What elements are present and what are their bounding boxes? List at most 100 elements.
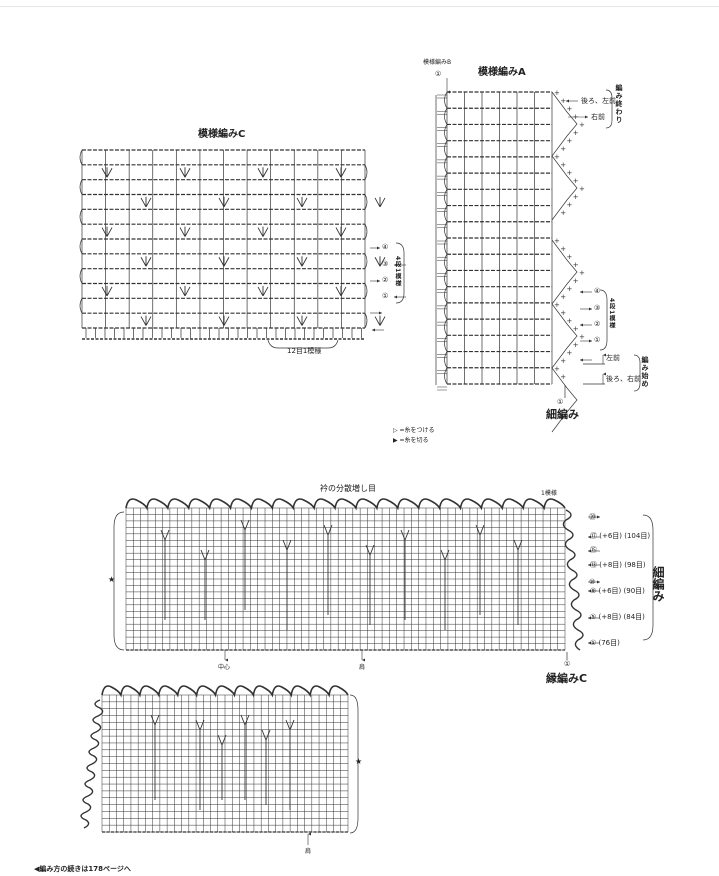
collar-edge-label: 縁編みC [546,672,588,685]
chart-c-side-label: 4段1模様 [394,256,401,288]
shell-stitch [218,196,230,208]
decrease-stitch [240,714,250,800]
decrease-stitch [400,529,410,620]
pattern-b-label: 模様編みB [423,59,452,66]
end-label-back-left: 後ろ、左前 [581,97,616,105]
svg-text:+: + [560,209,566,217]
shell-stitch [257,226,269,237]
svg-text:+: + [560,97,566,105]
decrease-stitch [365,544,375,625]
start-label-back-right: 後ろ、右前 [606,375,641,383]
collar-row-1: ① (76目) [590,639,620,647]
collar-row-15: ⑮ [590,546,597,554]
svg-text:+: + [579,185,585,193]
decrease-stitch [285,719,295,810]
svg-text:+: + [573,341,579,349]
svg-text:+: + [554,153,560,161]
svg-text:+: + [560,293,566,301]
decrease-stitch [440,549,450,630]
chart-c-title: 模様編みC [198,129,246,140]
decrease-stitch [261,729,271,805]
svg-text:+: + [554,237,560,245]
svg-text:+: + [573,177,579,185]
chart-a: ++++++++++++++++++++++++++++++++++ [435,78,641,433]
svg-text:+: + [560,161,566,169]
collar-star: ★ [108,575,116,584]
shell-stitch [257,167,269,178]
chart-a-bottom-label: 細編み [546,408,579,421]
shell-stitch [374,256,386,267]
shell-stitch [374,315,386,326]
shell-stitch [101,226,113,237]
collar-row-10: ⑩ [589,578,596,586]
pattern-b-row: ① [435,70,442,78]
end-label-right: 右前 [591,113,605,121]
footer-note: ◀編み方の続きは178ページへ [34,865,131,873]
shell-stitch [335,285,347,297]
shell-stitch [140,196,152,208]
svg-text:+: + [573,261,579,269]
decrease-stitch [240,519,250,610]
legend-cut: ▶ =糸を切る [393,437,429,444]
decrease-stitch [217,734,227,800]
shell-stitch [335,167,347,178]
svg-text:+: + [560,145,566,153]
chart-c-row-4: ④ [382,243,389,251]
svg-text:+: + [579,121,585,129]
chart-a-row-2: ② [594,320,601,328]
decrease-stitch [475,524,485,615]
chart-a-row-4: ④ [594,287,601,295]
shell-stitch [218,256,230,267]
decrease-stitch [195,719,205,810]
decrease-stitch [282,539,292,630]
chart-a-title: 模様編みA [478,67,526,78]
svg-text:+: + [567,137,573,145]
chart-c [79,149,406,349]
chart-a-row-3: ③ [594,304,601,312]
decrease-stitch [200,549,210,620]
svg-text:+: + [554,301,560,309]
scallop-edge [551,239,578,433]
shell-stitch [218,315,230,326]
svg-text:+: + [573,129,579,137]
decrease-stitch [150,714,160,800]
collar-shoulder-label: 肩 [359,664,366,671]
collar-row-13: ⑬ (+8目) (98目) [590,561,646,569]
start-label-left: 左前 [606,354,620,362]
legend-attach: ▷ =糸をつける [393,427,435,434]
collar-chart-2 [80,685,359,845]
shell-stitch [179,167,191,178]
svg-text:+: + [567,285,573,293]
top-divider [0,6,719,7]
end-group-label: 編み終わり [615,84,623,124]
repeat-bracket [267,339,339,349]
chart-a-row-1: ① [594,336,601,344]
decrease-stitch [160,529,170,620]
collar-row-17: ⑰ (+6目) (104目) [590,532,651,540]
collar-chart [113,498,654,662]
svg-text:+: + [573,325,579,333]
chart-c-row-1: ① [382,292,389,300]
shell-stitch [101,167,113,178]
shell-stitch [296,256,308,267]
chart-c-row-3: ③ [382,260,389,268]
svg-text:+: + [579,269,585,277]
svg-text:+: + [560,245,566,253]
shell-stitch [296,315,308,326]
collar-row-20: ⑳ [589,513,596,521]
svg-text:+: + [554,365,560,373]
svg-text:+: + [567,169,573,177]
svg-text:+: + [567,201,573,209]
chart-c-repeat-label: 12目1模様 [287,347,322,355]
svg-text:+: + [554,89,560,97]
svg-text:+: + [573,277,579,285]
picot-edge [125,498,566,511]
shell-stitch [296,196,308,208]
ruffle-edge [562,509,584,651]
picot-edge [101,685,349,698]
chart-a-bottom-row: ① [557,398,564,406]
decrease-stitch [323,524,333,615]
scallop-edge [551,91,578,221]
collar-row-9: ⑨ (+6目) (90目) [590,587,645,595]
